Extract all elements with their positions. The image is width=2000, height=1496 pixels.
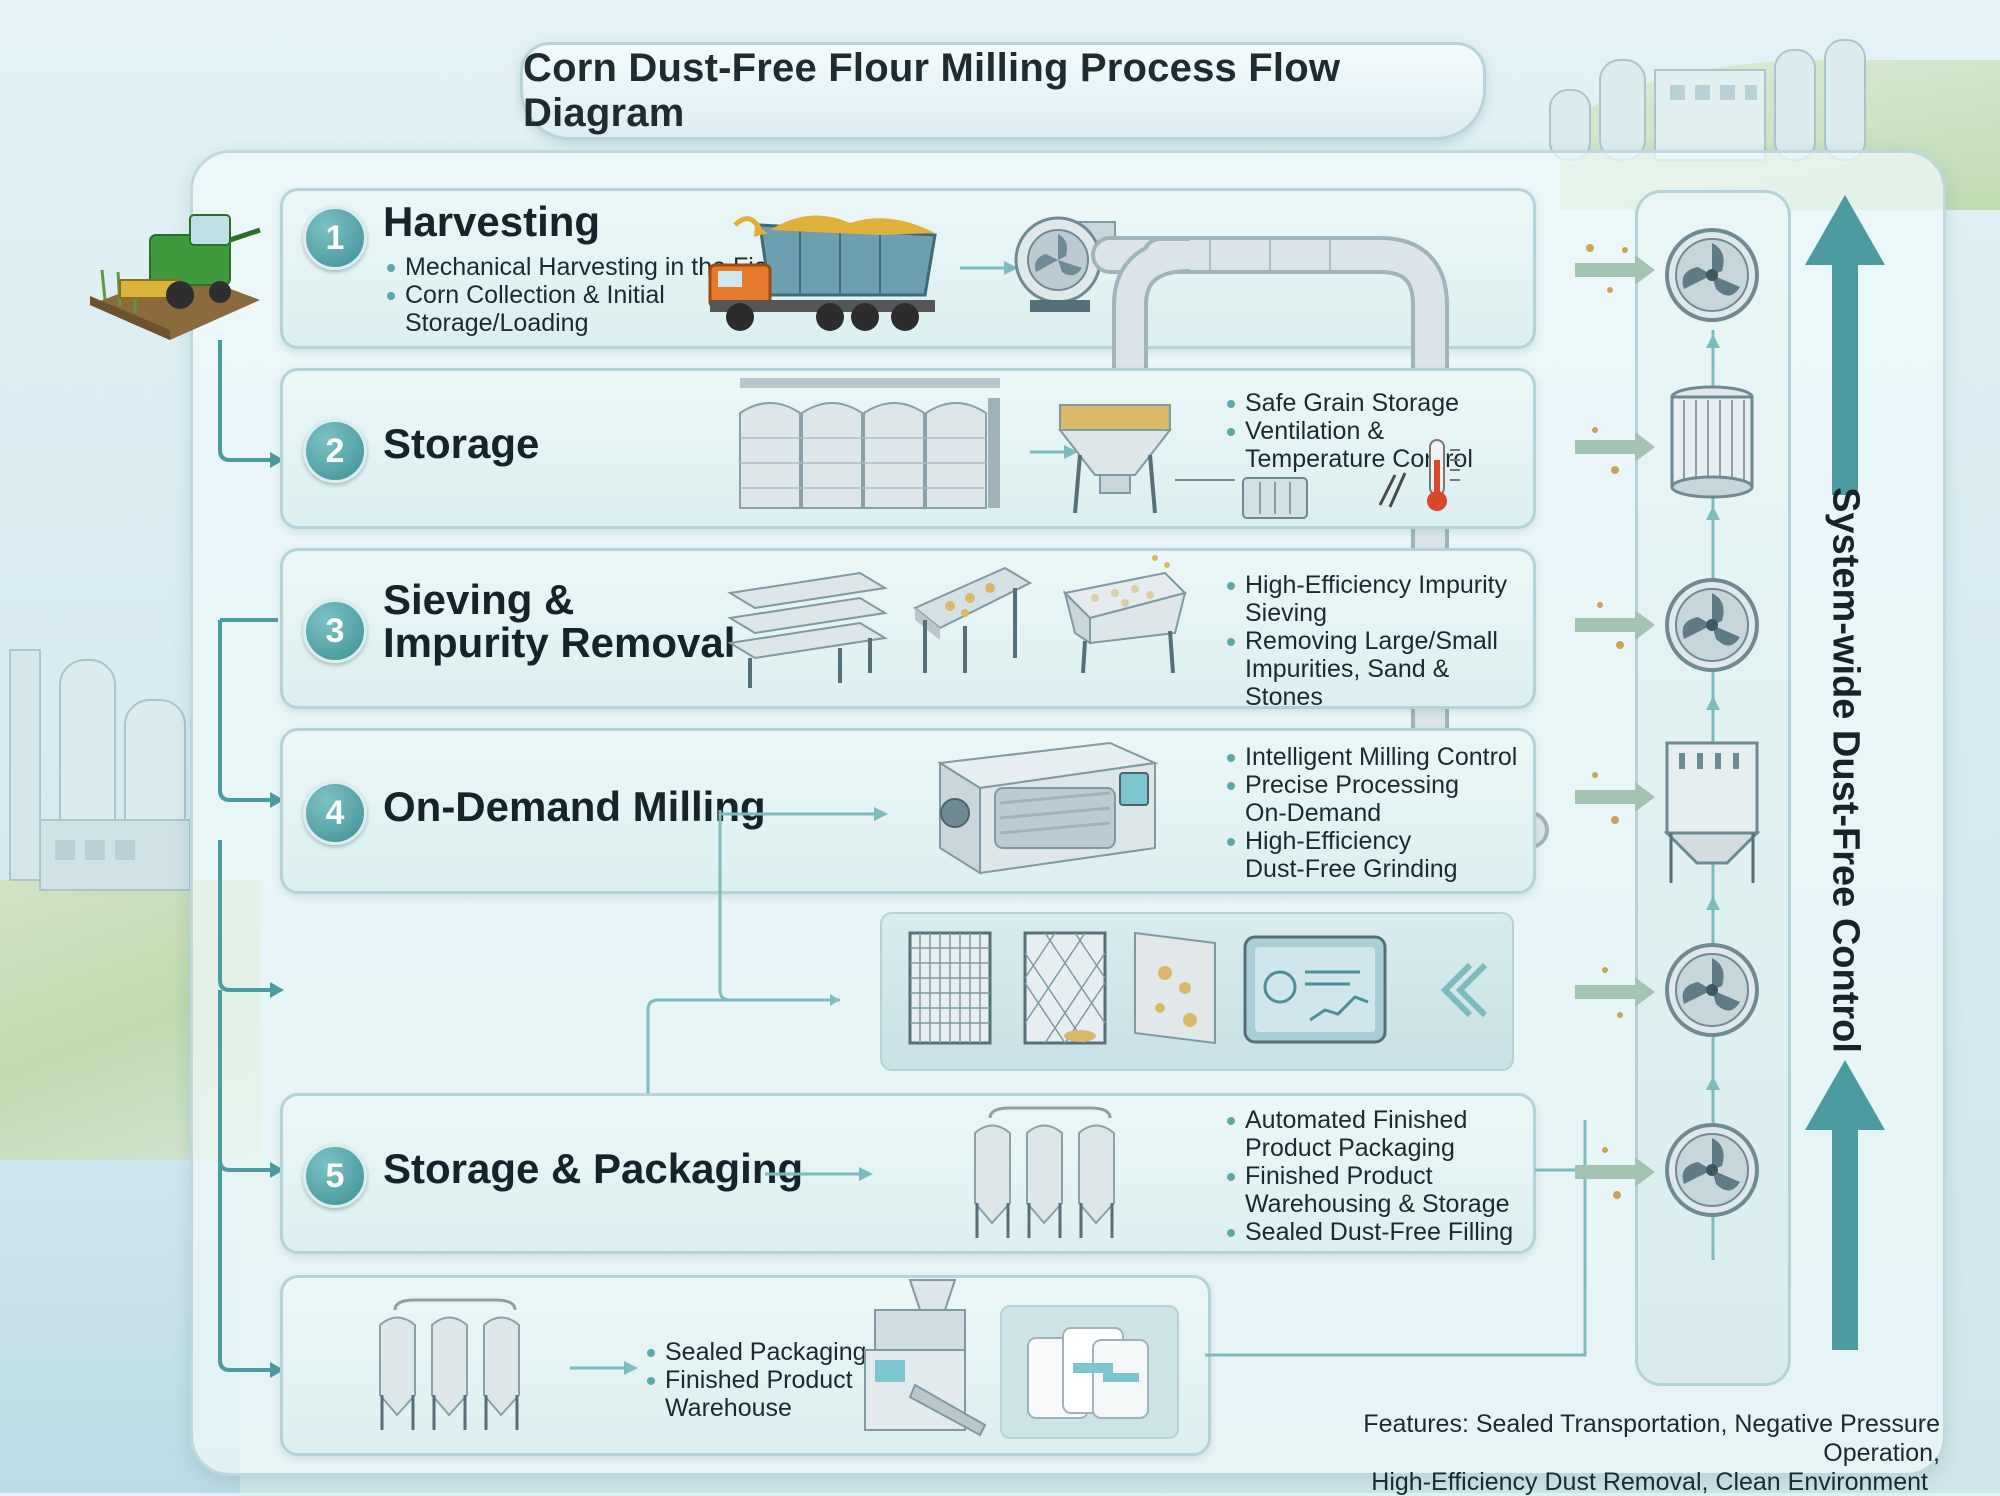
stage-title-line: Storage & Packaging: [383, 1148, 803, 1191]
thermometer-icon: [1375, 435, 1475, 515]
features-line: High-Efficiency Dust Removal, Clean Envi…: [1270, 1468, 1940, 1496]
cartridge-filter-icon: [1662, 385, 1762, 505]
stage-title-line: Sieving &: [383, 579, 735, 622]
combine-harvester-icon: [80, 200, 270, 340]
filter-screen-icon: [905, 928, 995, 1048]
stage-bullets: High-Efficiency Impurity Sieving Removin…: [1223, 571, 1533, 711]
stage-title-line: Harvesting: [383, 201, 600, 244]
roller-mill-icon: [920, 733, 1170, 883]
stage-title: Storage & Packaging: [383, 1148, 803, 1191]
exhaust-fan-icon: [1662, 225, 1762, 325]
vibrating-sieve-icon: [720, 563, 890, 693]
features-line: Features: Sealed Transportation, Negativ…: [1270, 1410, 1940, 1468]
destoner-icon: [905, 558, 1035, 678]
stage-bullets: Intelligent Milling Control Precise Proc…: [1223, 743, 1517, 883]
flow-connector: [640, 810, 840, 1130]
system-control-label: System-wide Dust-Free Control: [1815, 500, 1875, 1040]
step-number-badge: 3: [303, 599, 367, 663]
step-number-badge: 2: [303, 419, 367, 483]
grain-silos-icon: [730, 378, 1020, 518]
bullet-item-continued: On-Demand: [1223, 799, 1517, 827]
stage-title-line: Impurity Removal: [383, 622, 735, 665]
bullet-item-continued: Sieving: [1223, 599, 1533, 627]
system-control-text: System-wide Dust-Free Control: [1824, 487, 1867, 1053]
factory-icon: [0, 620, 200, 900]
bullet-item: Sealed Packaging: [643, 1338, 867, 1366]
flour-silos-icon: [965, 1103, 1135, 1243]
stage-bullets: Sealed Packaging Finished Product Wareho…: [643, 1338, 867, 1422]
stage-title-line: Storage: [383, 423, 539, 466]
filter-screen-icon: [1130, 928, 1220, 1048]
step-number-badge: 4: [303, 781, 367, 845]
control-panel-icon: [1175, 470, 1315, 530]
flour-bags-icon: [1018, 1318, 1158, 1428]
up-arrow-icon: [1800, 1060, 1890, 1350]
bullet-item: High-Efficiency Impurity: [1223, 571, 1533, 599]
step-number-badge: 5: [303, 1144, 367, 1208]
stage-title: Sieving & Impurity Removal: [383, 579, 735, 665]
chevron-left-icon: [1430, 960, 1490, 1020]
hopper-icon: [1055, 395, 1175, 515]
step-number: 3: [326, 612, 345, 651]
flow-arrow: [765, 1164, 875, 1184]
bullet-item: Removing Large/Small: [1223, 627, 1533, 655]
exhaust-fan-icon: [1662, 1120, 1762, 1220]
factory-icon: [1540, 40, 1880, 160]
baghouse-filter-icon: [1657, 738, 1767, 888]
step-number: 1: [326, 219, 345, 258]
exhaust-fan-icon: [1662, 940, 1762, 1040]
packaging-machine-icon: [845, 1275, 995, 1445]
stage-title: Storage: [383, 423, 539, 466]
flow-arrow: [570, 1358, 640, 1378]
bullet-item: High-Efficiency: [1223, 827, 1517, 855]
step-number: 5: [326, 1157, 345, 1196]
step-number: 4: [326, 794, 345, 833]
features-note: Features: Sealed Transportation, Negativ…: [1270, 1410, 1940, 1496]
diagram-title: Corn Dust-Free Flour Milling Process Flo…: [523, 46, 1483, 136]
step-number: 2: [326, 432, 345, 471]
filter-screen-icon: [1020, 928, 1110, 1048]
bullet-item: Intelligent Milling Control: [1223, 743, 1517, 771]
diagram-title-plate: Corn Dust-Free Flour Milling Process Flo…: [520, 42, 1486, 140]
dump-truck-icon: [700, 205, 950, 335]
bullet-item: Precise Processing: [1223, 771, 1517, 799]
stage-milling: 4 On-Demand Milling Intelligent Milling …: [280, 728, 1536, 894]
bullet-item: Finished Product: [643, 1366, 867, 1394]
bullet-item: Safe Grain Storage: [1223, 389, 1473, 417]
exhaust-fan-icon: [1662, 575, 1762, 675]
bullet-item-continued: Dust-Free Grinding: [1223, 855, 1517, 883]
bullet-item-continued: Warehouse: [643, 1394, 867, 1422]
monitor-icon: [1240, 932, 1390, 1047]
step-number-badge: 1: [303, 206, 367, 270]
flour-silos-icon: [370, 1295, 540, 1435]
dust-flow-arrows: [1555, 230, 1665, 1230]
up-arrow-icon: [1800, 195, 1890, 495]
stage-title: Harvesting: [383, 201, 600, 244]
vibrating-sieve-icon: [1055, 553, 1195, 683]
bullet-item-continued: Impurities, Sand & Stones: [1223, 655, 1533, 711]
